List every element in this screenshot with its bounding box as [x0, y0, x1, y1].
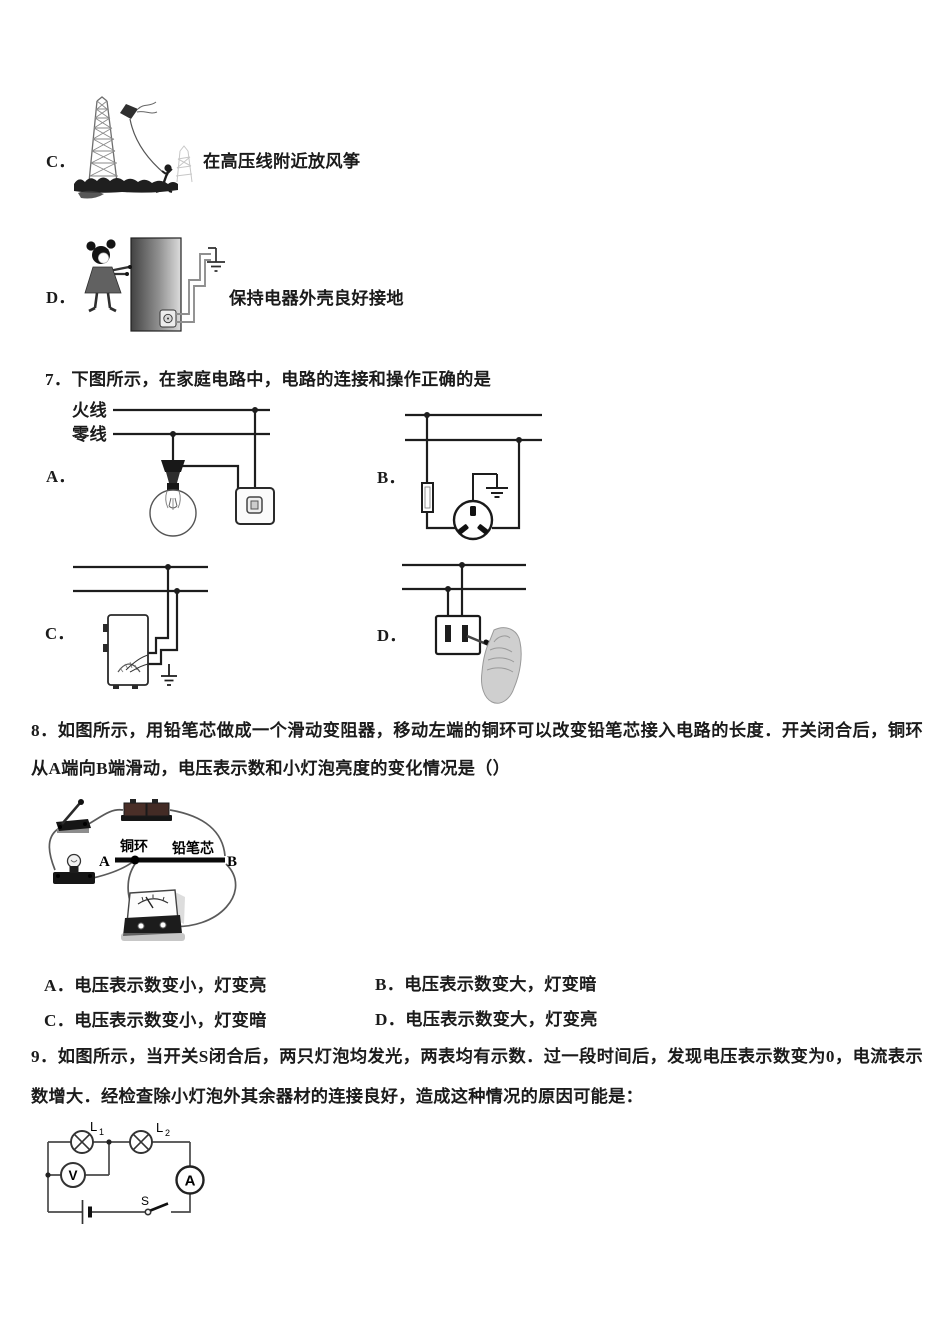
lamp-l2-subscript: 2: [165, 1128, 170, 1138]
q8-option-c-row: C．电压表示数变小，灯变暗: [44, 1010, 267, 1032]
series-circuit-figure: V A L 1 L 2 S: [45, 1119, 205, 1224]
lamp-l2-icon: [129, 1130, 153, 1154]
q9-stem-text1: 如图所示，当开关S闭合后，两只灯泡均发光，两表均有示数．过一段时间后，发现电压表…: [57, 1047, 923, 1066]
q8-option-b-text: 电压表示数变大，灯变暗: [404, 975, 597, 994]
q8-option-d-row: D．电压表示数变大，灯变亮: [375, 1009, 598, 1031]
wall-switch-icon: [235, 487, 275, 525]
option-d-label: D．: [46, 288, 76, 307]
q9-stem-line2: 数增大．经检查除小灯泡外其余器材的连接良好，造成这种情况的原因可能是：: [31, 1087, 644, 1106]
bushes-silhouette: [74, 177, 178, 193]
lamp-l1-subscript: 1: [99, 1127, 104, 1137]
girl-figure: [84, 239, 132, 313]
lamp-l2-letter: L: [156, 1120, 163, 1135]
q7-circuit-b-figure: [405, 412, 542, 541]
voltmeter-label: V: [68, 1168, 77, 1183]
q8-option-d-text: 电压表示数变大，灯变亮: [405, 1010, 598, 1029]
fuse-icon: [421, 482, 434, 513]
q8-option-b-row: B．电压表示数变大，灯变暗: [375, 974, 597, 996]
q8-stem-line1: 8．如图所示，用铅笔芯做成一个滑动变阻器，移动左端的铜环可以改变铅笔芯接入电路的…: [31, 720, 923, 742]
appliance-grounding-figure: [84, 237, 225, 332]
q9-stem-line1: 9．如图所示，当开关S闭合后，两只灯泡均发光，两表均有示数．过一段时间后，发现电…: [31, 1046, 923, 1068]
hand-icon: [481, 627, 522, 704]
kite-near-powerline-figure: [74, 96, 193, 199]
option-c-caption: 在高压线附近放风筝: [203, 152, 361, 171]
wire-run-1: [148, 567, 170, 655]
lamp-l1-icon: [70, 1130, 94, 1154]
q7-option-d-label: D．: [377, 626, 407, 645]
switch-icon: [144, 1202, 169, 1216]
three-pin-socket-icon: [452, 499, 494, 541]
distant-tower-icon: [175, 145, 193, 183]
copper-ring: [130, 855, 140, 865]
voltmeter-icon: [121, 889, 185, 941]
knife-switch-icon: [56, 799, 91, 833]
q7-circuit-d-figure: [402, 562, 526, 704]
q8-stem-line2: 从A端向B端滑动，电压表示数和小灯泡亮度的变化情况是（）: [31, 759, 511, 778]
bulb-holder-icon: [53, 853, 95, 884]
lamp-socket: [161, 460, 185, 490]
q8-option-b-label: B．: [375, 975, 405, 994]
voltmeter-icon: V: [60, 1162, 86, 1188]
pencil-lead-label: 铅笔芯: [171, 840, 214, 857]
earth-ground-icon: [472, 473, 508, 501]
neutral-wire-label: 零线: [72, 425, 107, 444]
q8-option-c-text: 电压表示数变小，灯变暗: [74, 1011, 267, 1030]
battery-icon: [81, 1200, 92, 1224]
q7-stem-text: 下图所示，在家庭电路中，电路的连接和操作正确的是: [71, 370, 492, 389]
q8-number: 8．: [31, 721, 58, 740]
q7-option-b-label: B．: [377, 468, 406, 487]
two-pin-socket-icon: [434, 614, 482, 656]
fuse-branch-wire: [425, 415, 455, 530]
q7-stem: 7．下图所示，在家庭电路中，电路的连接和操作正确的是: [45, 369, 491, 391]
ammeter-label: A: [185, 1173, 196, 1190]
appliance-socket: [159, 309, 177, 328]
ammeter-icon: A: [175, 1165, 205, 1195]
earth-ground-icon: [207, 247, 225, 272]
option-c-label: C．: [46, 152, 76, 171]
q7-number: 7．: [45, 370, 72, 389]
copper-ring-label: 铜环: [120, 838, 148, 855]
wire-run-2: [148, 591, 179, 666]
q8-option-a-text: 电压表示数变小，灯变亮: [74, 976, 267, 995]
q8-option-a-row: A．电压表示数变小，灯变亮: [44, 975, 267, 997]
live-wire-label: 火线: [72, 401, 107, 420]
pencil-lead-rheostat-figure: 铜环 铅笔芯 A B: [48, 799, 237, 941]
transmission-tower-icon: [88, 96, 118, 183]
q8-option-a-label: A．: [44, 976, 75, 995]
q9-number: 9．: [31, 1047, 58, 1066]
grounding-cord: [176, 253, 211, 323]
pencil-lead-bar: [115, 855, 225, 865]
kite-tail: [136, 101, 158, 114]
kite-icon: [120, 104, 138, 119]
option-d-caption: 保持电器外壳良好接地: [229, 289, 404, 308]
end-b-label: B: [227, 854, 237, 870]
battery-pack-icon: [121, 799, 172, 821]
kite-string: [129, 118, 166, 175]
lamp-l1-letter: L: [90, 1119, 97, 1134]
q7-option-a-label: A．: [46, 467, 76, 486]
q7-option-c-label: C．: [45, 624, 75, 643]
earth-ground-icon: [161, 664, 177, 686]
washing-machine-icon: [103, 614, 149, 689]
q7-circuit-a-figure: [113, 407, 275, 537]
q8-option-c-label: C．: [44, 1011, 75, 1030]
ground-scribble: [78, 190, 104, 199]
q8-stem-text1: 如图所示，用铅笔芯做成一个滑动变阻器，移动左端的铜环可以改变铅笔芯接入电路的长度…: [57, 721, 923, 740]
q7-circuit-c-figure: [73, 564, 208, 689]
light-bulb-icon: [149, 489, 197, 537]
switch-label: S: [141, 1194, 149, 1208]
end-a-label: A: [99, 854, 110, 870]
q8-option-d-label: D．: [375, 1010, 406, 1029]
lamp-to-switch-wire: [180, 464, 240, 488]
socket-branch-wire: [492, 441, 521, 530]
